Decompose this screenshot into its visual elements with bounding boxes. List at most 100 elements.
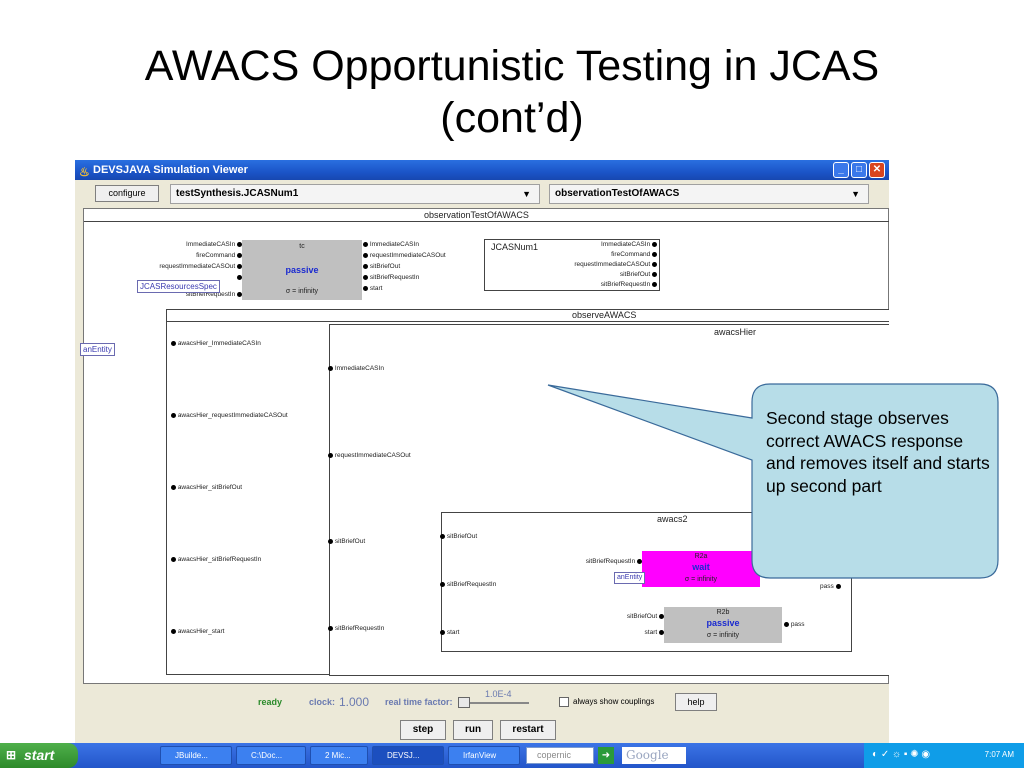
task-devsjava[interactable]: DEVSJ... xyxy=(372,746,444,765)
jcasnum1-model[interactable]: JCASNum1 ImmediateCASIn fireCommand requ… xyxy=(484,239,660,291)
awacs2-model[interactable]: awacs2 sitBriefOut sitBriefRequestIn sta… xyxy=(440,512,852,652)
r2b-in-port: sitBriefOut xyxy=(592,613,664,621)
google-toolbar[interactable]: Google xyxy=(622,747,686,764)
system-tray: ◐ ✓ ☼ ▪ ✺ ◉ 7:07 AM xyxy=(864,743,1024,768)
rtf-value: 1.0E-4 xyxy=(485,689,512,699)
an-entity-left-tag[interactable]: anEntity xyxy=(80,343,115,356)
callout-text: Second stage observes correct AWACS resp… xyxy=(766,408,990,496)
search-go-icon[interactable]: ➜ xyxy=(598,747,614,764)
tc-out-port: start xyxy=(363,285,382,293)
clock-label: clock: xyxy=(309,697,336,707)
tc-model[interactable]: tc passive σ = infinity xyxy=(242,240,362,300)
r2b-out-port: pass xyxy=(784,621,805,629)
taskbar: ⊞ start JBuilde... C:\Doc... 2 Mic... DE… xyxy=(0,743,1024,768)
tc-in-port: fireCommand xyxy=(154,252,242,260)
toolbar: configure testSynthesis.JCASNum1 ▼ obser… xyxy=(75,180,889,210)
r2a-state: wait xyxy=(692,562,710,572)
chevron-down-icon: ▼ xyxy=(522,189,531,199)
couplings-checkbox[interactable] xyxy=(559,697,569,707)
slide-title-line-2: (cont’d) xyxy=(440,94,584,142)
couplings-checkbox-label: always show couplings xyxy=(573,697,655,706)
awacs2-out-port: pass xyxy=(820,583,841,591)
r2b-state: passive xyxy=(706,618,740,628)
tc-in-port: requestImmediateCASOut xyxy=(124,263,242,271)
tc-out-port: sitBriefRequestIn xyxy=(363,274,419,282)
r2a-out-port: pass xyxy=(762,567,783,575)
r2b-name: R2b xyxy=(716,609,730,616)
awacs-hier-label: awacsHier xyxy=(714,327,757,337)
package-select-value: testSynthesis.JCASNum1 xyxy=(176,188,299,199)
observe-port: awacsHier_sitBriefRequestIn xyxy=(171,556,261,564)
observe-divider xyxy=(167,321,889,322)
task-jbuilder[interactable]: JBuilde... xyxy=(160,746,232,765)
model-select[interactable]: observationTestOfAWACS ▼ xyxy=(549,184,869,204)
tc-in-port: sitBriefRequestIn xyxy=(154,291,242,299)
awacs-hier-port: sitBriefOut xyxy=(328,538,365,546)
windows-logo-icon: ⊞ xyxy=(6,748,17,762)
awacs-hier-port: requestImmediateCASOut xyxy=(328,452,411,460)
package-select[interactable]: testSynthesis.JCASNum1 ▼ xyxy=(170,184,540,204)
rtf-slider-track[interactable] xyxy=(459,702,529,704)
slide-title: AWACS Opportunistic Testing in JCAS (con… xyxy=(0,40,1024,144)
r2b-model[interactable]: R2b passive σ = infinity xyxy=(664,607,782,643)
java-cup-icon: ♨ xyxy=(79,165,90,179)
tc-in-port: ImmediateCASIn xyxy=(154,241,242,249)
jcasnum1-label: JCASNum1 xyxy=(491,242,539,252)
tc-sigma: σ = infinity xyxy=(285,288,319,295)
tc-state: passive xyxy=(285,265,319,275)
jcasnum1-port: sitBriefOut xyxy=(545,271,657,279)
step-button[interactable]: step xyxy=(400,720,446,740)
run-button[interactable]: run xyxy=(453,720,493,740)
observe-port: awacsHier_requestImmediateCASOut xyxy=(171,412,288,420)
clock-value: 1.000 xyxy=(339,695,370,709)
r2a-in-port: sitBriefRequestIn xyxy=(570,558,642,566)
an-entity-tag[interactable]: anEntity xyxy=(614,572,646,584)
awacs-hier-port: ImmediateCASIn xyxy=(328,365,384,373)
restart-button[interactable]: restart xyxy=(500,720,556,740)
tc-out-port: sitBriefOut xyxy=(363,263,400,271)
tc-out-port: requestImmediateCASOut xyxy=(363,252,446,260)
r2a-sigma: σ = infinity xyxy=(684,576,718,583)
observe-awacs-label: observeAWACS xyxy=(572,310,637,320)
maximize-button[interactable]: □ xyxy=(851,162,867,178)
tray-clock: 7:07 AM xyxy=(984,750,1014,759)
window-title: DEVSJAVA Simulation Viewer xyxy=(93,164,248,176)
start-label: start xyxy=(24,747,55,763)
jcas-resources-spec-tag[interactable]: JCASResourcesSpec xyxy=(137,280,220,293)
task-explorer[interactable]: C:\Doc... xyxy=(236,746,306,765)
jcasnum1-port: sitBriefRequestIn xyxy=(545,281,657,289)
task-powerpoint[interactable]: 2 Mic... xyxy=(310,746,368,765)
root-divider xyxy=(84,221,889,222)
start-button[interactable]: ⊞ start xyxy=(0,743,78,768)
close-button[interactable]: ✕ xyxy=(869,162,885,178)
r2b-sigma: σ = infinity xyxy=(706,632,740,639)
chevron-down-icon: ▼ xyxy=(851,189,860,199)
configure-button[interactable]: configure xyxy=(95,185,159,202)
tray-icons[interactable]: ◐ ✓ ☼ ▪ ✺ ◉ xyxy=(872,749,931,760)
awacs2-in-port: start xyxy=(440,629,459,637)
jcasnum1-port: fireCommand xyxy=(545,251,657,259)
root-model-label: observationTestOfAWACS xyxy=(424,210,529,220)
awacs2-in-port: sitBriefOut xyxy=(440,533,477,541)
rtf-slider-thumb[interactable] xyxy=(458,697,470,708)
help-button[interactable]: help xyxy=(675,693,717,711)
task-irfanview[interactable]: IrfanView xyxy=(448,746,520,765)
r2b-in-port: start xyxy=(592,629,664,637)
r2a-name: R2a xyxy=(694,553,708,560)
awacs2-in-port: sitBriefRequestIn xyxy=(440,581,496,589)
observe-port: awacsHier_start xyxy=(171,628,224,636)
slide-title-line-1: AWACS Opportunistic Testing in JCAS xyxy=(144,42,880,90)
simulation-controls: ready clock: 1.000 real time factor: 1.0… xyxy=(75,688,889,742)
rtf-label: real time factor: xyxy=(385,697,453,707)
status-ready: ready xyxy=(258,697,283,707)
copernic-search-input[interactable]: copernic xyxy=(526,747,594,764)
awacs-hier-port: sitBriefRequestIn xyxy=(328,625,384,633)
tc-name: tc xyxy=(299,243,305,250)
window-titlebar[interactable]: ♨ DEVSJAVA Simulation Viewer _ □ ✕ xyxy=(75,160,889,180)
observe-port: awacsHier_sitBriefOut xyxy=(171,484,242,492)
awacs2-label: awacs2 xyxy=(657,514,688,524)
r2a-model[interactable]: R2a wait σ = infinity xyxy=(642,551,760,587)
awacs-hier-model[interactable]: awacsHier ImmediateCASIn requestImmediat… xyxy=(328,324,889,676)
tc-out-port: ImmediateCASIn xyxy=(363,241,419,249)
minimize-button[interactable]: _ xyxy=(833,162,849,178)
